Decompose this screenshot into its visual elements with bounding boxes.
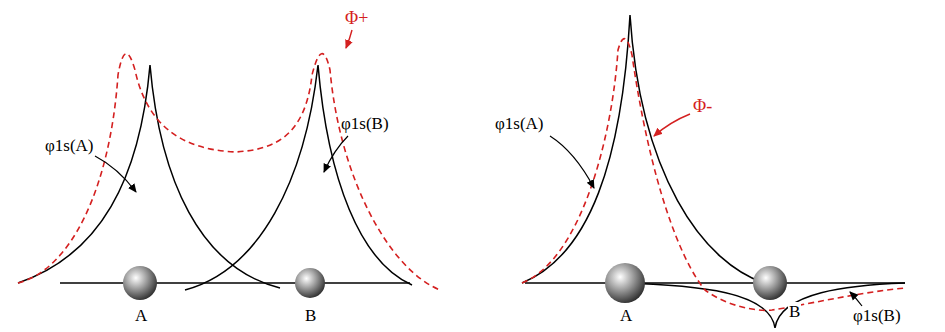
orbital-label: φ1s(A) [494, 114, 545, 134]
orbital-curve [522, 15, 770, 285]
orbital-label: B [304, 306, 317, 326]
orbital-label: φ1s(A) [44, 136, 95, 156]
nucleus [753, 266, 787, 300]
leader-line [346, 30, 352, 48]
orbital-label: φ1s(B) [852, 306, 902, 326]
axis-line [60, 282, 410, 284]
leader-line [654, 114, 690, 136]
leader-line [850, 292, 862, 306]
orbital-label: A [619, 306, 633, 326]
orbital-label: Φ+ [344, 8, 369, 28]
orbital-label: φ1s(B) [340, 114, 390, 134]
leader-line [550, 136, 594, 188]
orbital-label: Φ- [692, 96, 713, 116]
nucleus [295, 268, 325, 298]
orbital-label: A [134, 306, 148, 326]
leader-line [324, 136, 348, 172]
orbital-curve [18, 65, 280, 288]
axis-line [525, 282, 905, 284]
orbital-curve [185, 65, 412, 290]
orbital-label: B [788, 302, 801, 322]
bonding-orbital [18, 54, 440, 290]
antibonding-orbital [522, 39, 905, 311]
nucleus [605, 263, 645, 303]
nucleus [123, 266, 157, 300]
leader-line [95, 156, 136, 192]
